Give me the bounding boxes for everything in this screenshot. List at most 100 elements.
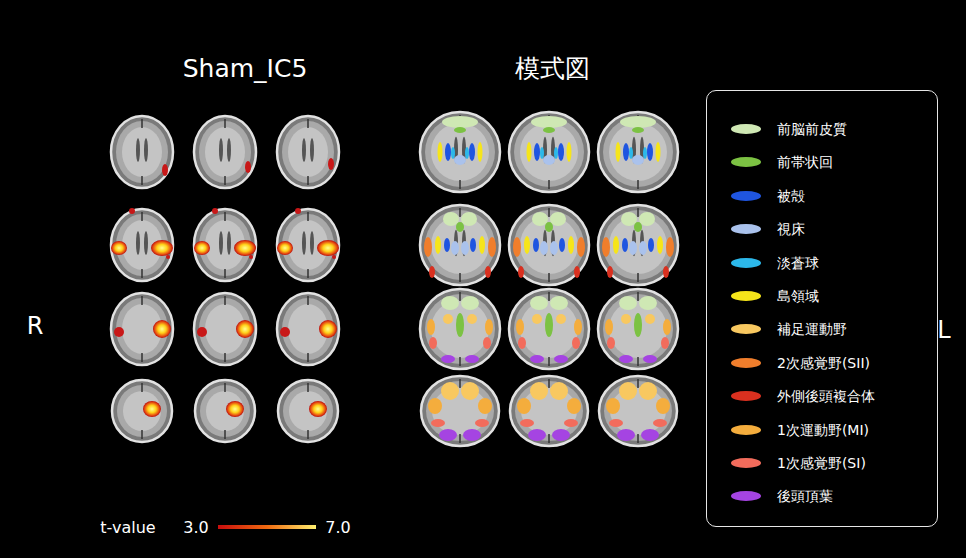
region-mark	[470, 238, 476, 252]
activation-blob	[249, 255, 253, 259]
region-mark	[517, 398, 531, 414]
region-mark	[567, 142, 572, 162]
region-mark	[606, 398, 620, 414]
legend-row: 2次感覚野(SII)	[707, 352, 937, 374]
region-mark	[564, 419, 578, 427]
scale-value: 7.0	[325, 518, 350, 537]
region-mark	[456, 222, 464, 232]
region-mark	[639, 296, 657, 310]
activation-blob	[114, 327, 124, 337]
scale-value: 3.0	[183, 518, 208, 537]
brain-slice	[277, 116, 339, 188]
panel-title: 模式図	[515, 52, 590, 85]
activation-blob	[129, 208, 135, 214]
legend-text: 視床	[777, 218, 805, 240]
side-label: L	[937, 316, 950, 344]
brain-slice	[509, 289, 589, 369]
region-mark	[518, 266, 524, 278]
region-mark	[441, 296, 459, 310]
region-mark	[545, 313, 553, 337]
legend-text: 2次感覚野(SII)	[777, 352, 870, 374]
legend-text: 前帯状回	[777, 151, 833, 173]
brain-slice	[278, 380, 338, 442]
region-mark	[532, 314, 542, 324]
legend-swatch	[731, 124, 761, 134]
legend-row: 島領域	[707, 285, 937, 307]
region-mark	[607, 266, 613, 278]
region-mark	[513, 237, 521, 257]
region-mark	[429, 266, 435, 278]
region-mark	[572, 337, 580, 349]
activation-blob	[234, 240, 256, 256]
activation-blob	[280, 327, 290, 337]
brain-slice	[277, 208, 339, 281]
region-mark	[431, 419, 445, 427]
region-mark	[622, 238, 628, 252]
activation-blob	[226, 401, 244, 417]
region-mark	[478, 398, 492, 414]
region-mark	[465, 147, 469, 159]
legend-row: 淡蒼球	[707, 252, 937, 274]
region-mark	[550, 241, 558, 255]
region-mark	[451, 147, 455, 159]
region-mark	[461, 382, 479, 400]
region-mark	[605, 319, 613, 335]
brain-slice	[111, 208, 173, 281]
legend-swatch	[731, 324, 761, 334]
region-mark	[645, 314, 655, 324]
region-mark	[621, 212, 637, 226]
region-mark	[632, 127, 644, 133]
region-mark	[623, 143, 629, 161]
legend-text: 1次運動野(MI)	[777, 419, 869, 441]
brain-slice	[420, 205, 500, 285]
activation-blob	[197, 327, 207, 337]
region-mark	[619, 382, 637, 400]
region-mark	[577, 237, 585, 257]
region-mark	[445, 143, 451, 161]
region-mark	[559, 238, 565, 252]
region-mark	[475, 419, 489, 427]
activation-blob	[319, 320, 337, 338]
region-mark	[485, 266, 491, 278]
legend-row: 1次運動野(MI)	[707, 419, 937, 441]
region-mark	[532, 212, 548, 226]
region-mark	[643, 355, 657, 363]
region-mark	[442, 116, 478, 128]
brain-slice	[509, 205, 589, 285]
region-mark	[441, 382, 459, 400]
region-mark	[530, 382, 548, 400]
region-mark	[524, 236, 530, 254]
panel-title: 模式図	[515, 54, 590, 83]
region-mark	[527, 142, 532, 162]
scale-value: 7.0	[325, 518, 350, 537]
region-mark	[424, 237, 432, 257]
region-mark	[661, 337, 669, 349]
region-mark	[461, 296, 479, 310]
legend-text: 後頭頂葉	[777, 485, 833, 507]
brain-slice	[598, 289, 678, 369]
activation-blob	[277, 241, 293, 255]
region-mark	[516, 319, 524, 335]
region-mark	[653, 419, 667, 427]
activation-blob	[328, 158, 334, 170]
region-mark	[656, 398, 670, 414]
legend-swatch	[731, 391, 761, 401]
region-mark	[602, 237, 610, 257]
region-mark	[550, 212, 566, 226]
region-mark	[574, 266, 580, 278]
legend-row: 前帯状回	[707, 151, 937, 173]
region-mark	[479, 236, 485, 254]
side-label: R	[27, 312, 44, 340]
brain-slice	[111, 116, 173, 188]
legend-swatch	[731, 258, 761, 268]
region-mark	[528, 429, 546, 441]
activation-blob	[162, 164, 168, 176]
brain-slice	[420, 112, 500, 192]
region-mark	[550, 382, 568, 400]
region-mark	[451, 241, 459, 255]
legend-row: 視床	[707, 218, 937, 240]
region-mark	[533, 238, 539, 252]
legend-text: 1次感覚野(SI)	[777, 452, 866, 474]
activation-blob	[151, 240, 173, 256]
